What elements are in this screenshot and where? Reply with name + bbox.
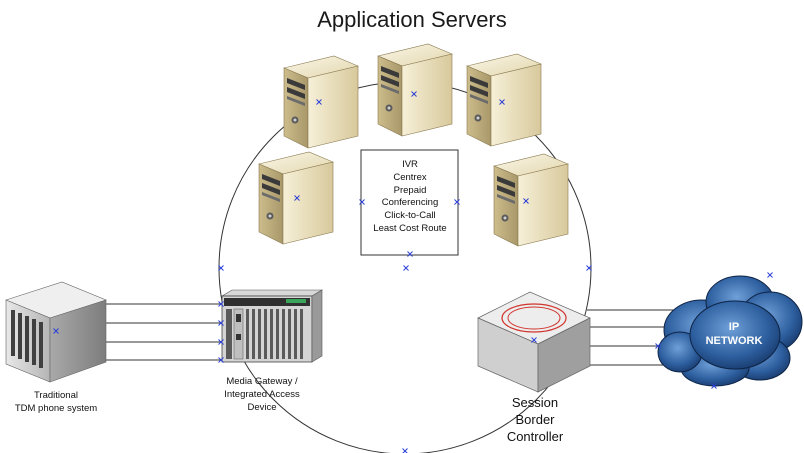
x-marker-icon: [402, 448, 408, 453]
x-marker-icon: [403, 265, 409, 271]
service-item: Least Cost Route: [373, 223, 446, 234]
app-server-4: [258, 151, 334, 245]
x-marker-icon: [218, 357, 224, 363]
x-marker-icon: [218, 265, 224, 271]
app-server-2: [377, 43, 453, 137]
x-marker-icon: [531, 337, 537, 343]
service-item: Conferencing: [382, 197, 439, 208]
gateway-label-line1: Media Gateway /: [226, 376, 298, 387]
tdm-label-line2: TDM phone system: [15, 403, 97, 414]
app-server-5: [493, 153, 569, 247]
diagram-title: Application Servers: [317, 7, 507, 32]
x-marker-icon: [218, 301, 224, 307]
x-marker-icon: [411, 91, 417, 97]
x-marker-icon: [655, 343, 661, 349]
x-marker-icon: [53, 328, 59, 334]
sbc-label-line1: Session: [512, 395, 558, 410]
x-marker-icon: [767, 272, 773, 278]
gateway-label-line2: Integrated Access: [224, 389, 300, 400]
tdm-phone-system-icon: [5, 281, 107, 383]
gateway-label-line3: Device: [247, 402, 276, 413]
x-marker-icon: [359, 199, 365, 205]
app-server-1: [283, 55, 359, 149]
session-border-controller-icon: [477, 291, 591, 393]
x-marker-icon: [454, 199, 460, 205]
x-marker-icon: [407, 251, 413, 257]
ip-network-cloud-icon: [657, 275, 803, 387]
service-item: IVR: [402, 159, 418, 170]
service-item: Click-to-Call: [384, 210, 435, 221]
x-marker-icon: [294, 195, 300, 201]
tdm-label-line1: Traditional: [34, 390, 78, 401]
cloud-label-line2: NETWORK: [706, 335, 763, 347]
service-item: Centrex: [393, 172, 427, 183]
sbc-label-line2: Border: [515, 412, 555, 427]
x-marker-icon: [711, 383, 717, 389]
x-marker-icon: [499, 99, 505, 105]
cloud-label-line1: IP: [729, 321, 739, 333]
service-item: Prepaid: [394, 185, 427, 196]
tdm-gateway-links: [105, 303, 222, 361]
media-gateway-icon: [220, 289, 324, 363]
x-marker-icon: [218, 320, 224, 326]
x-marker-icon: [316, 99, 322, 105]
services-list: IVR Centrex Prepaid Conferencing Click-t…: [373, 159, 446, 234]
connection-markers: [53, 91, 773, 453]
sbc-label-line3: Controller: [507, 429, 564, 444]
x-marker-icon: [218, 339, 224, 345]
x-marker-icon: [586, 265, 592, 271]
x-marker-icon: [523, 198, 529, 204]
